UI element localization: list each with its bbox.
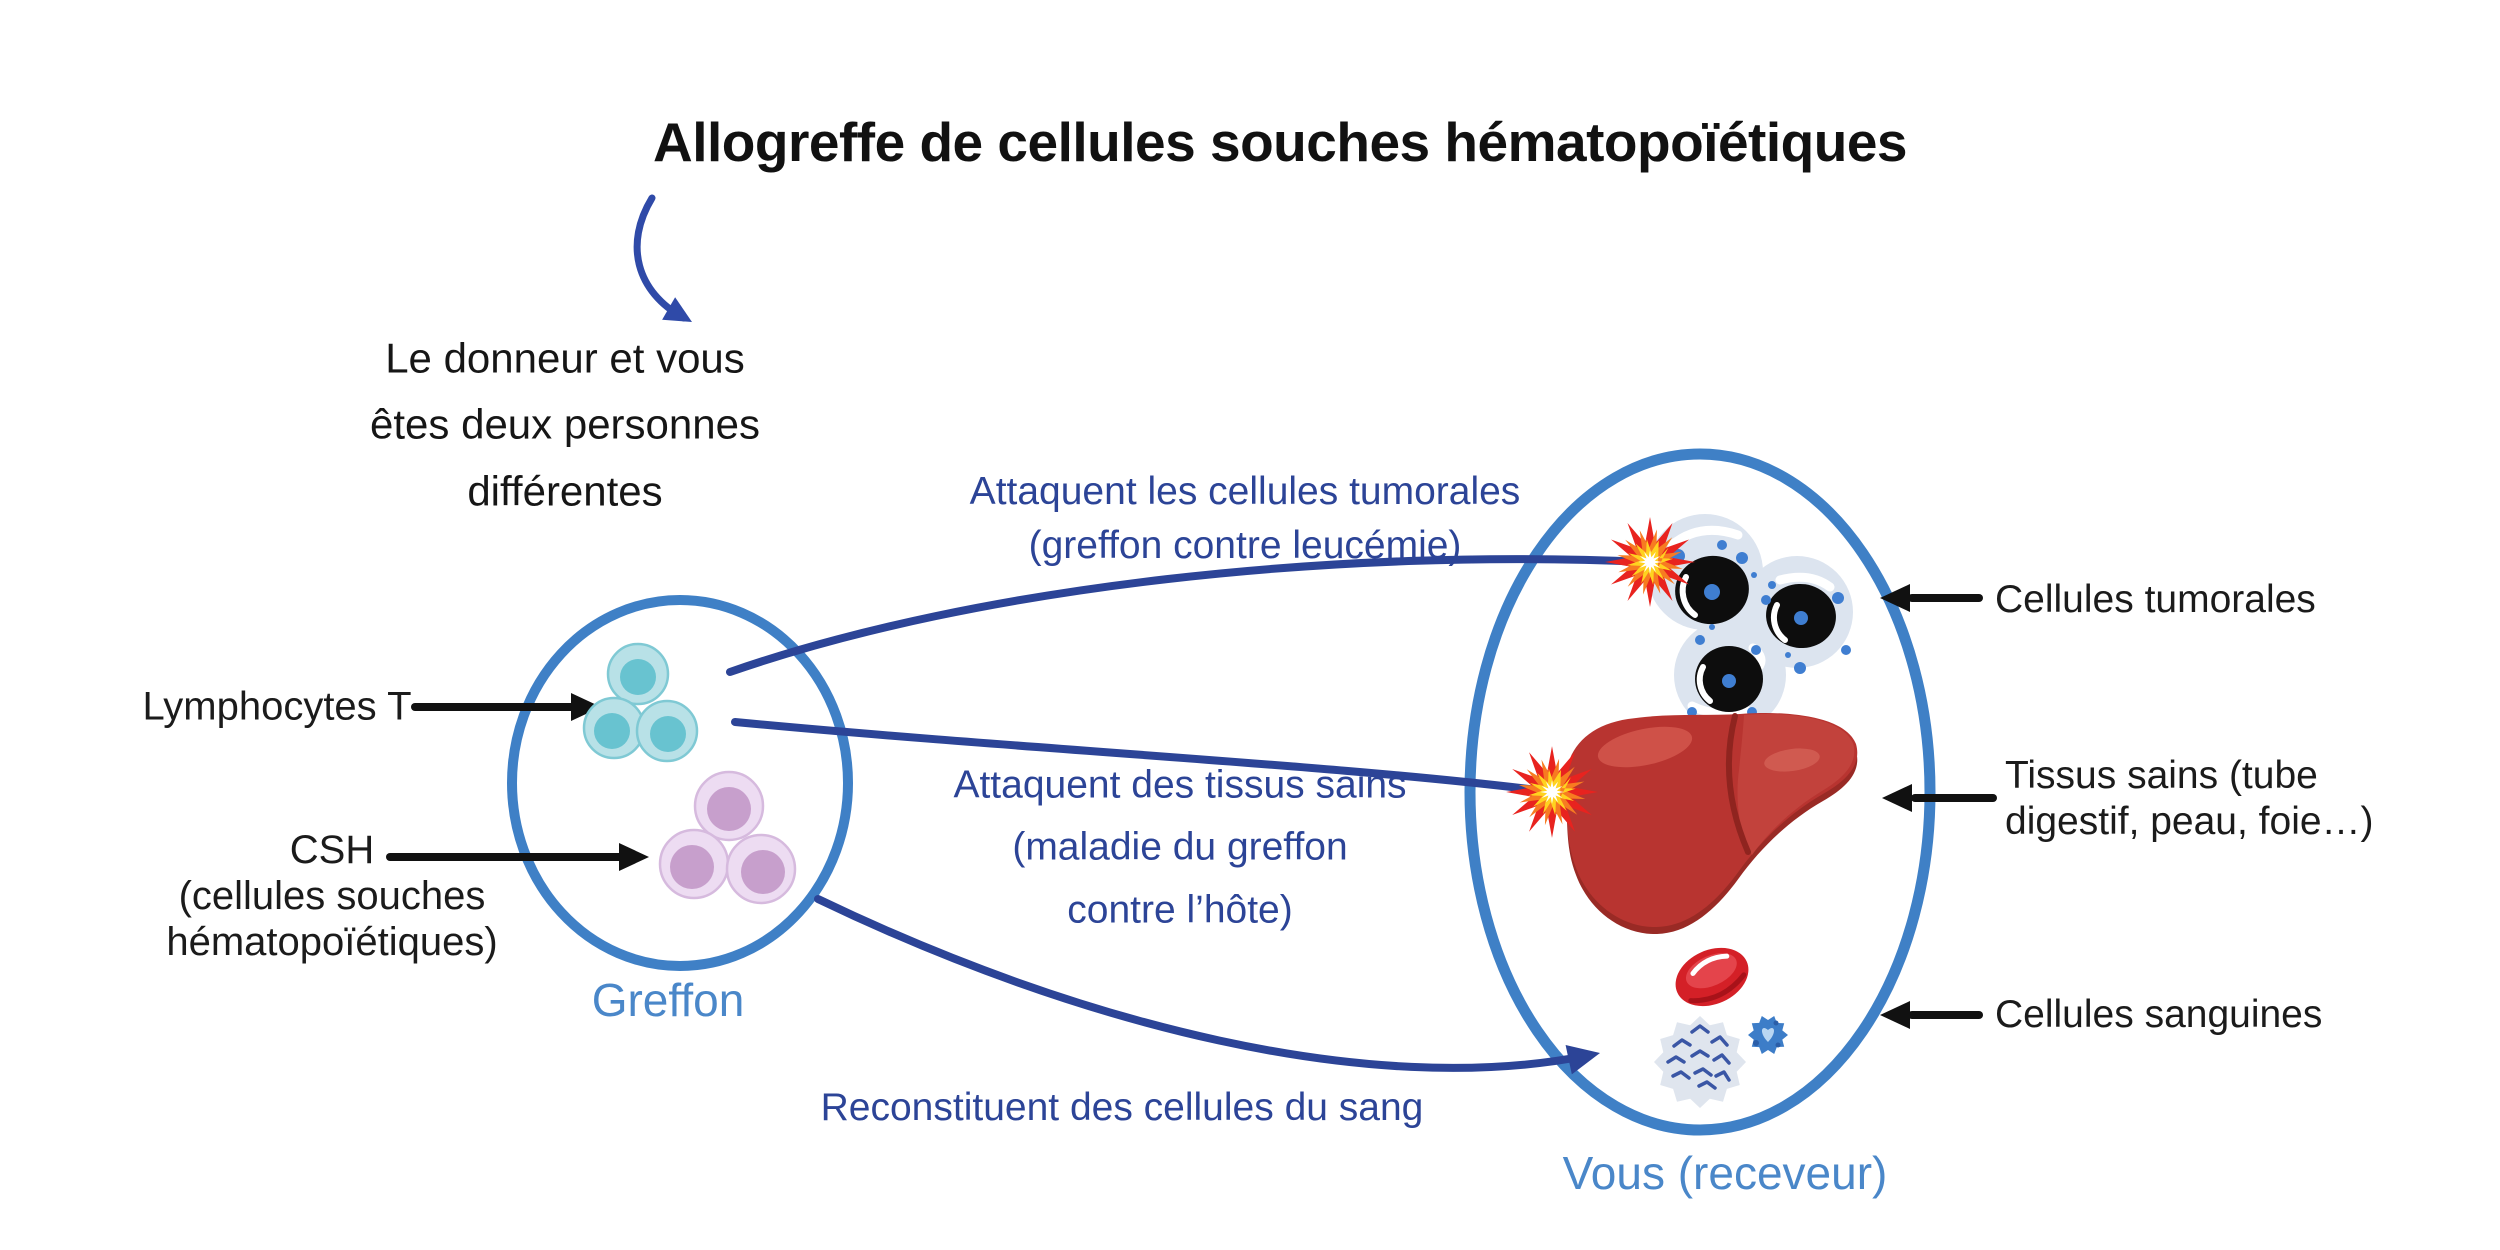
- action-curves: [726, 555, 1649, 1072]
- tumor-label-arrow: [1880, 584, 1983, 612]
- blood-label-arrow: [1880, 1001, 1983, 1029]
- rebuild-blood-arrowhead: [1565, 1044, 1600, 1075]
- donor-note-line: Le donneur et vous: [385, 334, 745, 382]
- attack-healthy-caption: Attaquent des tissus sains (maladie du g…: [953, 754, 1406, 941]
- t-lymphocyte-cells: [582, 642, 699, 763]
- csh-label: CSH (cellules souches hématopoïétiques): [166, 827, 497, 965]
- csh-label-line: hématopoïétiques): [166, 920, 498, 964]
- donor-note: Le donneur et vous êtes deux personnes d…: [370, 325, 760, 524]
- granule-marks: [1666, 1024, 1731, 1090]
- attack-tumor-line: Attaquent les cellules tumorales: [969, 470, 1521, 514]
- blood-cells: [1654, 947, 1788, 1108]
- red-blood-cell: [1675, 947, 1749, 1007]
- stem-cell: [693, 770, 765, 842]
- t-cell: [606, 642, 670, 706]
- diagram-title: Allogreffe de cellules souches hématopoï…: [652, 111, 1908, 173]
- liver-right-lobe: [1737, 714, 1855, 855]
- healthy-tissue-line: digestif, peau, foie…): [2005, 800, 2374, 843]
- liver-highlight: [1597, 726, 1693, 768]
- healthy-label-arrow: [1882, 784, 1997, 812]
- stem-cell: [658, 828, 730, 900]
- liver-illustration: [1565, 713, 1858, 935]
- lymphocytes-arrow: [411, 693, 601, 721]
- recipient-ellipse: [1464, 448, 1936, 1136]
- rebuild-blood-curve: [814, 895, 1589, 1072]
- csh-label-line: (cellules souches: [178, 874, 486, 918]
- blood-cells-label: Cellules sanguines: [1995, 993, 2323, 1036]
- tumor-cells: [1647, 514, 1853, 731]
- csh-cells: [658, 770, 797, 905]
- attack-healthy-curve: [731, 718, 1549, 795]
- t-cell: [635, 699, 699, 763]
- csh-label-line: CSH: [289, 828, 375, 872]
- attack-healthy-line: contre l’hôte): [1067, 888, 1293, 932]
- stem-cell: [725, 833, 797, 905]
- healthy-tissue-line: Tissus sains (tube: [2005, 753, 2318, 797]
- t-cell: [582, 696, 646, 760]
- attack-tumor-line: (greffon contre leucémie): [1028, 524, 1462, 567]
- attack-healthy-line: Attaquent des tissus sains: [953, 763, 1407, 807]
- title-pointer-arrow: [633, 194, 692, 322]
- tumor-cells-label: Cellules tumorales: [1995, 578, 2316, 621]
- donor-note-line: différentes: [467, 467, 663, 515]
- healthy-tissue-label: Tissus sains (tube digestif, peau, foie……: [2005, 753, 2374, 845]
- tumor-blue-dots: [1671, 540, 1851, 717]
- graft-label: Greffon: [591, 974, 745, 1026]
- liver-highlight-small: [1764, 748, 1820, 772]
- attack-tumor-caption: Attaquent les cellules tumorales (greffo…: [970, 465, 1521, 573]
- small-blue-cell: [1748, 1016, 1788, 1054]
- rebuild-blood-caption: Reconstituent des cellules du sang: [820, 1086, 1424, 1129]
- label-arrows: [386, 584, 1997, 1029]
- attack-tumor-curve: [726, 555, 1649, 676]
- recipient-label: Vous (receveur): [1562, 1147, 1888, 1199]
- graft-circle: [507, 595, 853, 971]
- liver-lobe-crease: [1726, 713, 1751, 855]
- attack-healthy-line: (maladie du greffon: [1012, 825, 1348, 869]
- lymphocytes-label: Lymphocytes T: [142, 684, 412, 729]
- csh-arrow: [386, 843, 649, 871]
- donor-note-line: êtes deux personnes: [370, 400, 760, 448]
- white-blood-cell: [1654, 1016, 1746, 1108]
